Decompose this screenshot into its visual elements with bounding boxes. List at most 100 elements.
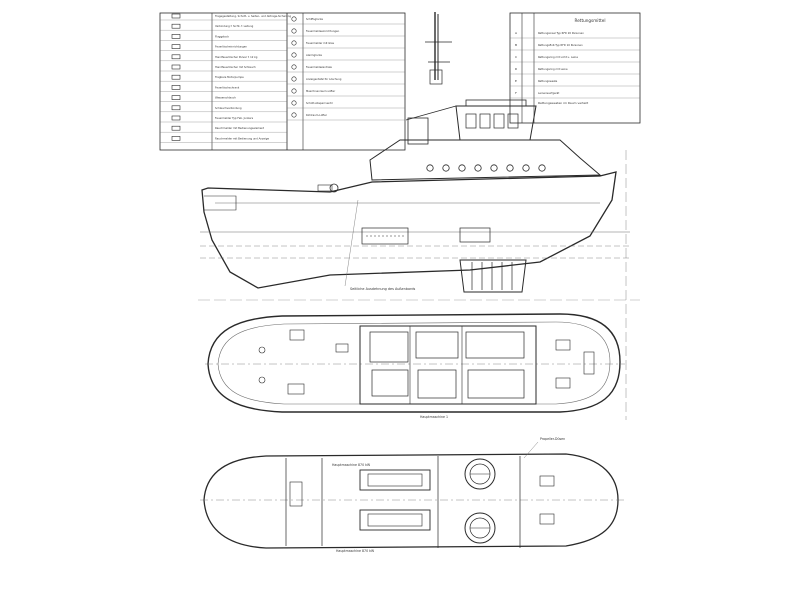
legend-left-row: Tragbare Motorpumpe xyxy=(160,74,287,82)
legend-left-label: Rauchmelder mit Bedienung und Anzeige xyxy=(215,136,269,140)
engine-label-1: Hauptmaschine 870 kW xyxy=(332,463,371,467)
legend-left-row: Rauchmelder mit Bedienungselement xyxy=(160,125,287,133)
legend-middle-label: Kühlraum-Lüfter xyxy=(306,113,328,117)
legend-right-code: E xyxy=(515,79,517,83)
legend-symbol-icon xyxy=(291,100,297,106)
legend-left-row: Flaggstock xyxy=(160,34,287,41)
legend-right-code: C xyxy=(515,55,517,59)
porthole xyxy=(522,164,530,172)
nozzle-port xyxy=(464,458,496,490)
portholes xyxy=(426,164,546,172)
porthole xyxy=(506,164,514,172)
legend-symbol-icon xyxy=(291,88,297,94)
legend-middle-label: Feuermelder mit Glas xyxy=(306,41,335,45)
legend-middle-label: Alarmglocke xyxy=(306,53,322,57)
legend-middle-label: Maschinenraum-Lüfter xyxy=(306,89,336,93)
legend-left-label: Tragbare Motorpumpe xyxy=(215,75,244,79)
side-profile-view: Seitliche Ausdehnung des Außenbords xyxy=(200,12,630,293)
legend-left-row: Schlauchverbindung xyxy=(160,105,287,112)
legend-middle-label: Schiffsglocke xyxy=(306,17,323,21)
legend-middle-rows: SchiffsglockeFeuermeldeeinrichtungenFeue… xyxy=(287,16,405,121)
legend-left-row: Feuermelder Typ Feb. Junkers xyxy=(160,115,287,123)
legend-right-row: A Rettungsinsel Typ RFD 20 Personen xyxy=(510,31,640,39)
profile-annotation: Seitliche Ausdehnung des Außenbords xyxy=(350,287,416,291)
legend-right-row: E Rettungsweste xyxy=(510,79,640,87)
legend-symbol-icon xyxy=(291,28,297,34)
legend-left-row: Rauchmelder mit Bedienung und Anzeige xyxy=(160,136,287,143)
legend-symbol-icon xyxy=(171,95,181,100)
mast xyxy=(425,12,452,85)
porthole xyxy=(426,164,434,172)
legend-right-label: Rettungsweste xyxy=(538,79,558,83)
legend-symbol-icon xyxy=(171,44,181,49)
porthole xyxy=(458,164,466,172)
legend-left-label: Handfeuerlöscher mit Schlauch xyxy=(215,65,256,69)
nozzle-starboard xyxy=(464,512,496,544)
legend-middle-row: Feuermeldeeinrichtungen xyxy=(287,28,405,37)
legend-right-footer: Rettungswesten im Raum verteilt xyxy=(538,101,589,105)
legend-left-row: Handfeuerlöscher Pulver f. 12 kg xyxy=(160,54,287,61)
legend-left-label: Tragegestaltung, Schott- u. Seiten- und … xyxy=(215,14,291,18)
legend-middle-label: Feuermeldeeinrichtungen xyxy=(306,29,340,33)
porthole xyxy=(474,164,482,172)
legend-left-rows: Tragegestaltung, Schott- u. Seiten- und … xyxy=(160,13,291,143)
legend-middle-row: Kühlraum-Lüfter xyxy=(287,112,405,121)
lower-deck-plan: Hauptmaschine 870 kW Hauptmaschine 870 k… xyxy=(200,437,625,553)
legend-right-code: A xyxy=(515,31,518,35)
legend-left-row: Feuerlöschschrank xyxy=(160,85,287,92)
legend-symbol-icon xyxy=(171,64,181,70)
legend-middle-row: Schiffsglocke xyxy=(287,16,405,25)
legend-middle-row: Maschinenraum-Lüfter xyxy=(287,88,405,97)
legend-middle-row: Schott-Absperrventil xyxy=(287,100,405,109)
deck-outline xyxy=(207,313,621,413)
legend-right-row: F Leinenwurfgerät xyxy=(510,91,640,99)
legend-middle-label: Anzeigentafel für Löschung xyxy=(306,77,342,81)
legend-symbol-icon xyxy=(171,136,181,141)
right-annotation: Propeller-Düsen xyxy=(540,437,565,441)
legend-symbol-icon xyxy=(171,54,181,60)
legend-symbol-icon xyxy=(291,64,297,70)
legend-right-label: Rettungsinsel Typ RFD 20 Personen xyxy=(538,31,584,35)
legend-symbol-icon xyxy=(171,34,181,39)
hull-profile xyxy=(201,171,617,289)
legend-left-row: Feuerlöscheinrichtungen xyxy=(160,44,287,51)
legend-left-label: Feuerlöscheinrichtungen xyxy=(215,45,247,49)
legend-symbol-icon xyxy=(171,105,181,111)
legend-left-label: Feuerlöschschrank xyxy=(215,85,240,89)
legend-middle-label: Feuermeldezentrale xyxy=(306,65,332,69)
legend-left-row: Handfeuerlöscher mit Schlauch xyxy=(160,64,287,72)
legend-left-label: Verbindung f. Sicht- f. Leitung xyxy=(215,24,254,28)
propeller-nozzle xyxy=(459,259,527,293)
legend-right-code: B xyxy=(515,43,517,47)
legend-table-left xyxy=(159,12,406,151)
legend-right-row: B Rettungsfloß Typ RFD 10 Personen xyxy=(510,43,640,51)
legend-symbol-icon xyxy=(291,40,297,46)
legend-middle-row: Anzeigentafel für Löschung xyxy=(287,76,405,85)
legend-left-row: Wasserschlauch xyxy=(160,95,287,102)
legend-left-label: Wasserschlauch xyxy=(215,96,236,100)
legend-symbol-icon xyxy=(171,74,181,80)
legend-table-right: Rettungsmittel xyxy=(509,12,641,124)
legend-middle-row: Alarmglocke xyxy=(287,52,405,61)
legend-symbol-icon xyxy=(291,16,297,22)
legend-right-label: Rettungsfloß Typ RFD 10 Personen xyxy=(538,43,583,47)
legend-right-label: Leinenwurfgerät xyxy=(538,91,559,95)
legend-left-label: Schlauchverbindung xyxy=(215,106,242,110)
legend-symbol-icon xyxy=(171,13,181,19)
legend-symbol-icon xyxy=(171,125,181,131)
legend-middle-label: Schott-Absperrventil xyxy=(306,101,333,105)
legend-middle-row: Feuermelder mit Glas xyxy=(287,40,405,49)
porthole xyxy=(442,164,450,172)
lower-deck-outline xyxy=(203,453,619,549)
legend-right-code: F xyxy=(515,91,517,95)
main-deck-plan: Hauptmaschine 1 xyxy=(205,313,625,419)
main-engine-starboard xyxy=(359,509,431,531)
legend-symbol-icon xyxy=(171,85,181,90)
legend-symbol-icon xyxy=(291,52,297,58)
porthole xyxy=(538,164,546,172)
legend-left-label: Rauchmelder mit Bedienungselement xyxy=(215,126,264,130)
